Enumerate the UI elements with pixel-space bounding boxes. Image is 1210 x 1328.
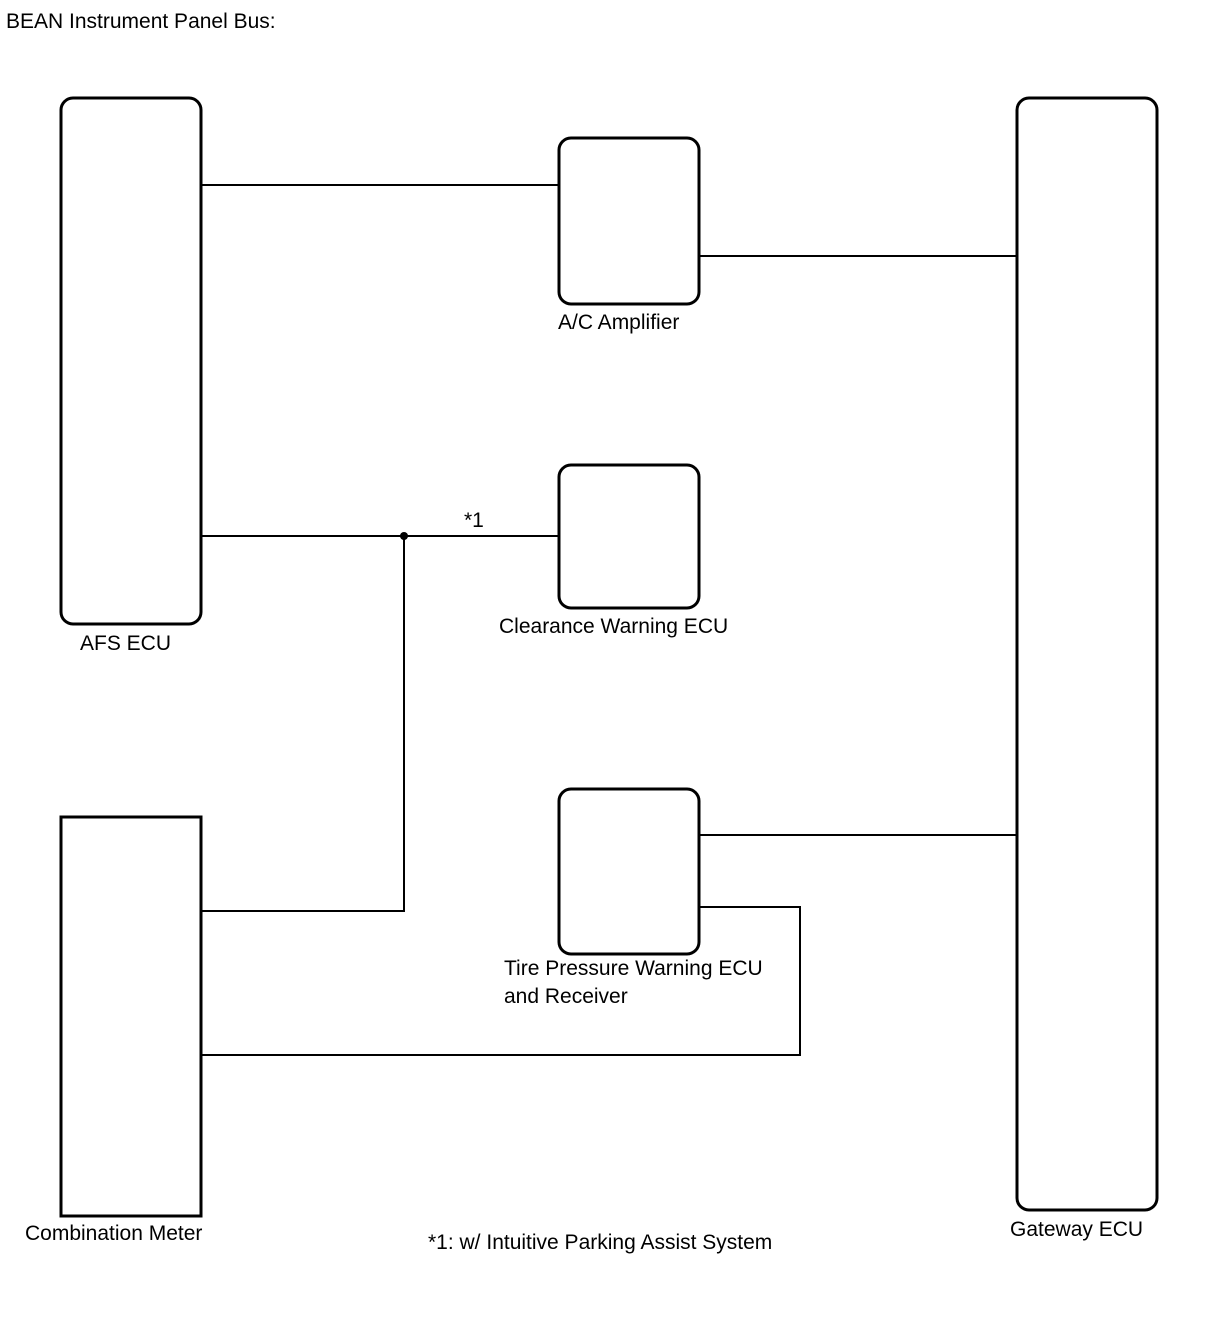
wire-junction-to-combination-meter [201, 536, 405, 912]
wire-marker-label: *1 [464, 509, 484, 532]
ac-amplifier-label: A/C Amplifier [558, 311, 679, 334]
tire-pressure-ecu-label-line2: and Receiver [504, 985, 628, 1008]
afs-ecu-label: AFS ECU [80, 632, 171, 655]
combination-meter-label: Combination Meter [25, 1222, 202, 1245]
afs-ecu-box [59, 96, 203, 626]
clearance-warning-ecu-box [557, 463, 701, 610]
tire-pressure-ecu-box [557, 787, 701, 956]
gateway-ecu-label: Gateway ECU [1010, 1218, 1143, 1241]
diagram-title: BEAN Instrument Panel Bus: [6, 10, 276, 33]
ac-amplifier-box [557, 136, 701, 306]
gateway-ecu-box [1015, 96, 1159, 1212]
footnote: *1: w/ Intuitive Parking Assist System [428, 1231, 772, 1254]
clearance-warning-ecu-label: Clearance Warning ECU [499, 615, 728, 638]
wire-tire-pressure-to-combination-meter [201, 906, 801, 1056]
tire-pressure-ecu-label-line1: Tire Pressure Warning ECU [504, 957, 763, 980]
combination-meter-box [59, 815, 203, 1218]
